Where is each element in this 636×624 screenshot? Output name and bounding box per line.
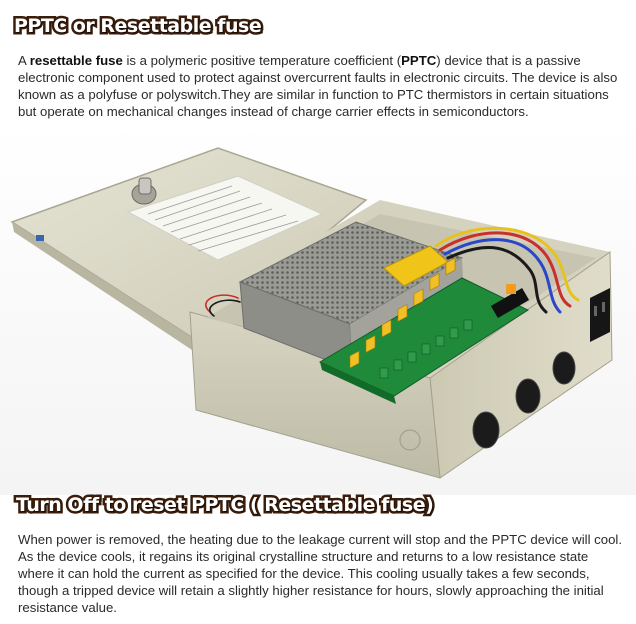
- intro-text-b: is a polymeric positive temperature coef…: [122, 53, 402, 68]
- section-heading-reset: Turn Off to reset PPTC ( Resettable fuse…: [13, 492, 436, 519]
- power-socket: [590, 288, 610, 342]
- fuse-board: [318, 257, 530, 404]
- cable-grommets: [472, 351, 576, 449]
- intro-paragraph: A resettable fuse is a polymeric positiv…: [18, 52, 624, 120]
- section-heading-pptc: PPTC or Resettable fuse: [11, 13, 264, 40]
- enclosure-lid: [10, 147, 368, 350]
- reset-paragraph: When power is removed, the heating due t…: [18, 532, 623, 615]
- intro-text-a: A: [18, 53, 30, 68]
- intro-bold-abbr: PPTC: [401, 53, 437, 68]
- intro-bold-term: resettable fuse: [29, 53, 123, 68]
- wiring: [205, 226, 580, 317]
- intro-text-c: ) device that is a passive electronic co…: [18, 53, 618, 119]
- power-box-photo: [0, 120, 636, 495]
